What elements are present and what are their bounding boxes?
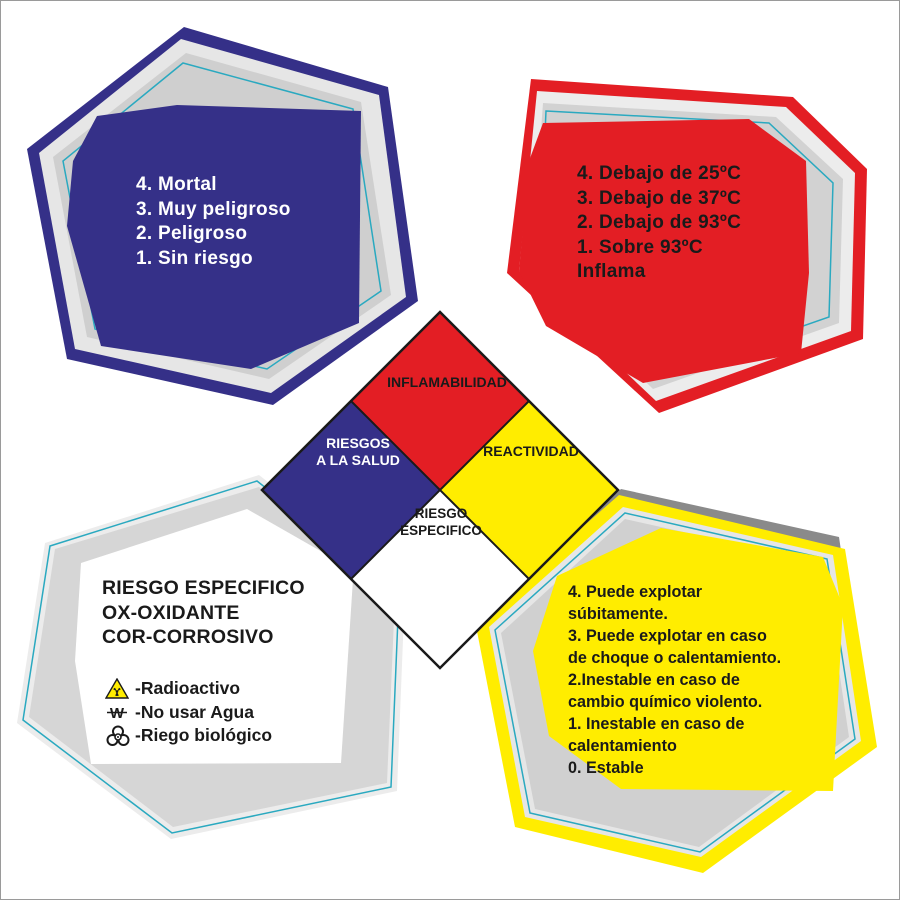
legend-row-no-water: W -No usar Agua (105, 701, 272, 725)
reactivity-level-line: cambio químico violento. (568, 693, 763, 711)
fire-level-line: Inflama (577, 261, 646, 282)
health-level-line: 2. Peligroso (136, 223, 248, 244)
no-water-icon: W (105, 701, 135, 723)
health-level-line: 3. Muy peligroso (136, 198, 291, 220)
diamond-health-label-line: RIESGOS (326, 435, 390, 451)
health-panel-shape (27, 27, 418, 405)
diamond-health-label: RIESGOS A LA SALUD (316, 435, 400, 469)
diamond-fire-label: INFLAMABILIDAD (387, 374, 507, 390)
legend-row-biohazard: -Riego biológico (105, 724, 272, 748)
special-heading-line: OX-OXIDANTE (102, 601, 240, 624)
fire-level-line: 2. Debajo de 93ºC (577, 212, 742, 233)
reactivity-level-line: 3. Puede explotar en caso (568, 627, 767, 645)
radiation-icon (105, 678, 135, 700)
nfpa-diamond (260, 310, 620, 670)
fire-panel-shape (507, 79, 867, 413)
reactivity-level-line: 0. Estable (568, 759, 644, 777)
reactivity-level-line: 1. Inestable en caso de (568, 715, 745, 733)
special-panel-text: RIESGO ESPECIFICO OX-OXIDANTE COR-CORROS… (102, 576, 305, 650)
diamond-health-label-line: A LA SALUD (316, 452, 400, 468)
biohazard-icon (105, 725, 135, 747)
diamond-special-label-line: ESPECIFICO (400, 523, 482, 538)
fire-level-line: 3. Debajo de 37ºC (577, 187, 742, 209)
legend-text-radioactive: -Radioactivo (135, 678, 241, 699)
legend-text-no-water: -No usar Agua (135, 701, 254, 722)
special-panel-shape (17, 475, 405, 839)
fire-level-line: 1. Sobre 93ºC (577, 236, 703, 258)
reactivity-level-line: súbitamente. (568, 605, 668, 623)
reactivity-panel-text: 4. Puede explotar súbitamente. 3. Puede … (568, 581, 781, 779)
health-level-line: 4. Mortal (136, 174, 217, 195)
special-heading-line: COR-CORROSIVO (102, 626, 274, 649)
no-water-glyph: W (110, 705, 125, 722)
diamond-special-label-line: RIESGO (414, 506, 468, 521)
fire-panel-text: 4. Debajo de 25ºC 3. Debajo de 37ºC 2. D… (577, 162, 741, 285)
reactivity-level-line: de choque o calentamiento. (568, 649, 782, 667)
reactivity-panel-shape (475, 489, 877, 873)
health-panel-text: 4. Mortal 3. Muy peligroso 2. Peligroso … (136, 173, 291, 271)
diamond-reactivity-label: REACTIVIDAD (483, 443, 579, 459)
special-legend: -Radioactivo W -No usar Agua (105, 677, 272, 748)
diamond-special-label: RIESGO ESPECIFICO (400, 505, 482, 539)
legend-text-biohazard: -Riego biológico (135, 725, 273, 746)
health-level-line: 1. Sin riesgo (136, 247, 253, 269)
fire-level-line: 4. Debajo de 25ºC (577, 163, 742, 184)
reactivity-level-line: calentamiento (568, 737, 677, 755)
reactivity-level-line: 2.Inestable en caso de (568, 671, 740, 689)
reactivity-level-line: 4. Puede explotar (568, 583, 703, 601)
special-heading-line: RIESGO ESPECIFICO (102, 577, 305, 599)
legend-row-radioactive: -Radioactivo (105, 677, 272, 701)
